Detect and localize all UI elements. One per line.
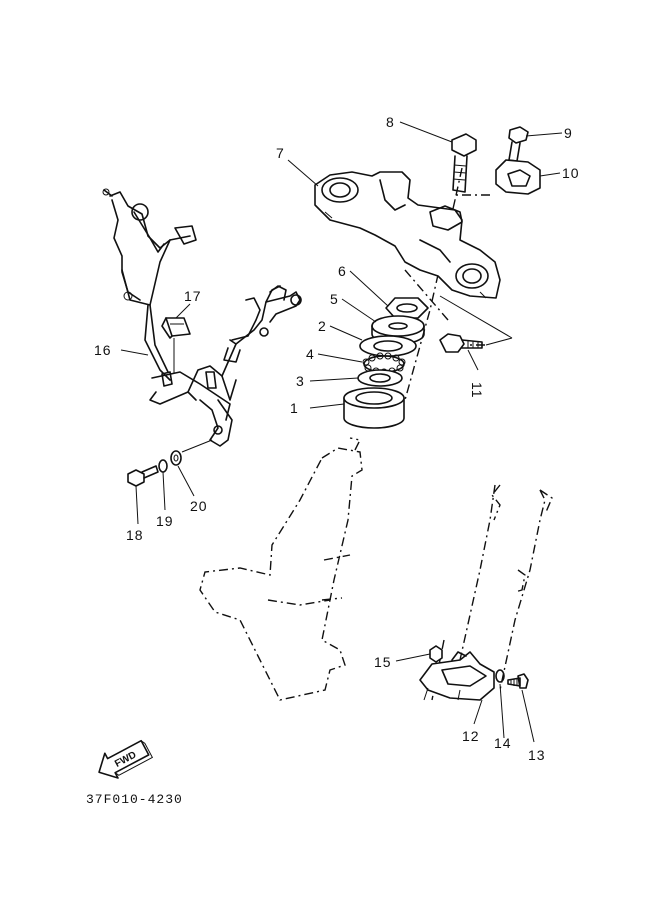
phantom-fork-outline: [199, 437, 363, 701]
part-label-15: 15: [374, 654, 392, 670]
handlebar-holder: [495, 159, 541, 195]
taper-bearing: [343, 387, 405, 429]
part-label-3: 3: [296, 373, 305, 389]
bolt-18: [127, 465, 159, 487]
part-label-11: 11: [469, 382, 485, 399]
meter-bracket: [102, 188, 302, 447]
part-label-14: 14: [494, 735, 512, 751]
part-label-6: 6: [338, 263, 347, 279]
bolt-8: [451, 133, 477, 193]
ball-race-lower: [357, 369, 403, 387]
ball-race-upper: [359, 335, 417, 357]
leader-lines: [120, 121, 563, 743]
part-label-19: 19: [156, 513, 174, 529]
part-labels: 1 2 3 4 5 6 7 8 9 10 11 12 13 14 15 16 1…: [94, 114, 580, 763]
nut-15: [429, 645, 443, 663]
part-label-9: 9: [564, 125, 573, 141]
bolt-9: [508, 126, 529, 162]
phantom-fork-tubes: [459, 484, 553, 691]
plain-washer: [170, 450, 182, 466]
ring-nut: [385, 297, 429, 319]
part-label-12: 12: [462, 728, 480, 744]
part-label-17: 17: [184, 288, 202, 304]
screw-13: [507, 673, 529, 689]
lock-washer: [158, 459, 168, 473]
grommet: [161, 317, 191, 339]
part-label-10: 10: [562, 165, 580, 181]
part-label-2: 2: [318, 318, 327, 334]
part-label-7: 7: [276, 145, 285, 161]
upper-bracket: [314, 171, 501, 299]
pinch-bolt: [439, 333, 483, 353]
part-label-20: 20: [190, 498, 208, 514]
part-label-1: 1: [290, 400, 299, 416]
cable-guide: [419, 651, 495, 701]
washer-14: [495, 669, 505, 683]
part-label-5: 5: [330, 291, 339, 307]
part-label-16: 16: [94, 342, 112, 358]
diagram-code: 37F010-4230: [86, 792, 183, 807]
part-label-4: 4: [306, 346, 315, 362]
forward-direction-arrow: FWD: [98, 739, 154, 779]
part-label-13: 13: [528, 747, 546, 763]
part-label-18: 18: [126, 527, 144, 543]
part-label-8: 8: [386, 114, 395, 130]
